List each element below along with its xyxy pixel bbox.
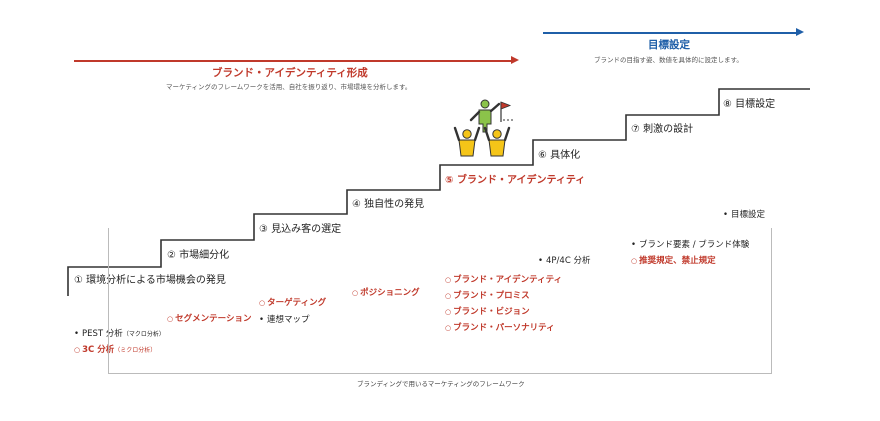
brand-identity-subtitle: マーケティングのフレームワークを活用、自社を振り返り、市場環境を分析します。 (166, 83, 412, 91)
bullet-dot-icon: • (723, 210, 729, 220)
step-1-label: ① 環境分析による市場機会の発見 (74, 275, 226, 286)
step-5-label: ⑤ ブランド・アイデンティティ (445, 175, 586, 186)
framework-rules: ○推奨規定、禁止規定 (631, 256, 716, 266)
goal-setting-arrow-head (796, 28, 804, 36)
footer-caption: ブランディングで用いるマーケティングのフレームワーク (357, 380, 525, 388)
goal-setting-arrow (543, 32, 797, 34)
framework-bracket (108, 228, 772, 374)
step-3-label: ③ 見込み客の選定 (259, 224, 342, 235)
step-8-label: ⑧ 目標設定 (723, 99, 776, 110)
brand-identity-arrow (74, 60, 512, 62)
bullet-dot-icon: • (259, 315, 265, 325)
bullet-ring-icon: ○ (445, 292, 452, 300)
framework-goal-setting: •目標設定 (723, 210, 766, 220)
bullet-ring-icon: ○ (74, 346, 81, 354)
framework-brand-elements: •ブランド要素 / ブランド体験 (631, 240, 750, 250)
bullet-ring-icon: ○ (352, 289, 359, 297)
goal-setting-title: 目標設定 (648, 39, 690, 51)
framework-targeting: ○ターゲティング (259, 298, 327, 308)
framework-pest: •PEST 分析（マクロ分析） (74, 329, 165, 339)
framework-brand-identity: ○ブランド・アイデンティティ (445, 275, 563, 285)
framework-association-map: •連想マップ (259, 315, 310, 325)
bullet-dot-icon: • (74, 329, 80, 339)
framework-brand-personality: ○ブランド・パーソナリティ (445, 323, 555, 333)
goal-setting-subtitle: ブランドの目指す姿、数値を具体的に設定します。 (594, 56, 743, 64)
framework-3c: ○3C 分析（ミクロ分析） (74, 345, 157, 355)
staircase-line (67, 88, 810, 296)
bullet-ring-icon: ○ (167, 315, 174, 323)
step-4-label: ④ 独自性の発見 (352, 199, 425, 210)
framework-brand-promise: ○ブランド・プロミス (445, 291, 530, 301)
bullet-ring-icon: ○ (445, 308, 452, 316)
team-flag-celebration-icon (453, 99, 513, 157)
bullet-ring-icon: ○ (445, 276, 452, 284)
step-6-label: ⑥ 具体化 (538, 150, 581, 161)
step-7-label: ⑦ 刺激の設計 (631, 124, 694, 135)
brand-identity-title: ブランド・アイデンティティ形成 (212, 67, 368, 79)
framework-positioning: ○ポジショニング (352, 288, 420, 298)
step-2-label: ② 市場細分化 (167, 250, 230, 261)
framework-4p4c: •4P/4C 分析 (538, 256, 591, 266)
bullet-ring-icon: ○ (631, 257, 638, 265)
bullet-ring-icon: ○ (445, 324, 452, 332)
bullet-dot-icon: • (631, 240, 637, 250)
brand-identity-arrow-head (511, 56, 519, 64)
bullet-ring-icon: ○ (259, 299, 266, 307)
framework-brand-vision: ○ブランド・ビジョン (445, 307, 530, 317)
bullet-dot-icon: • (538, 256, 544, 266)
framework-segmentation: ○セグメンテーション (167, 314, 252, 324)
